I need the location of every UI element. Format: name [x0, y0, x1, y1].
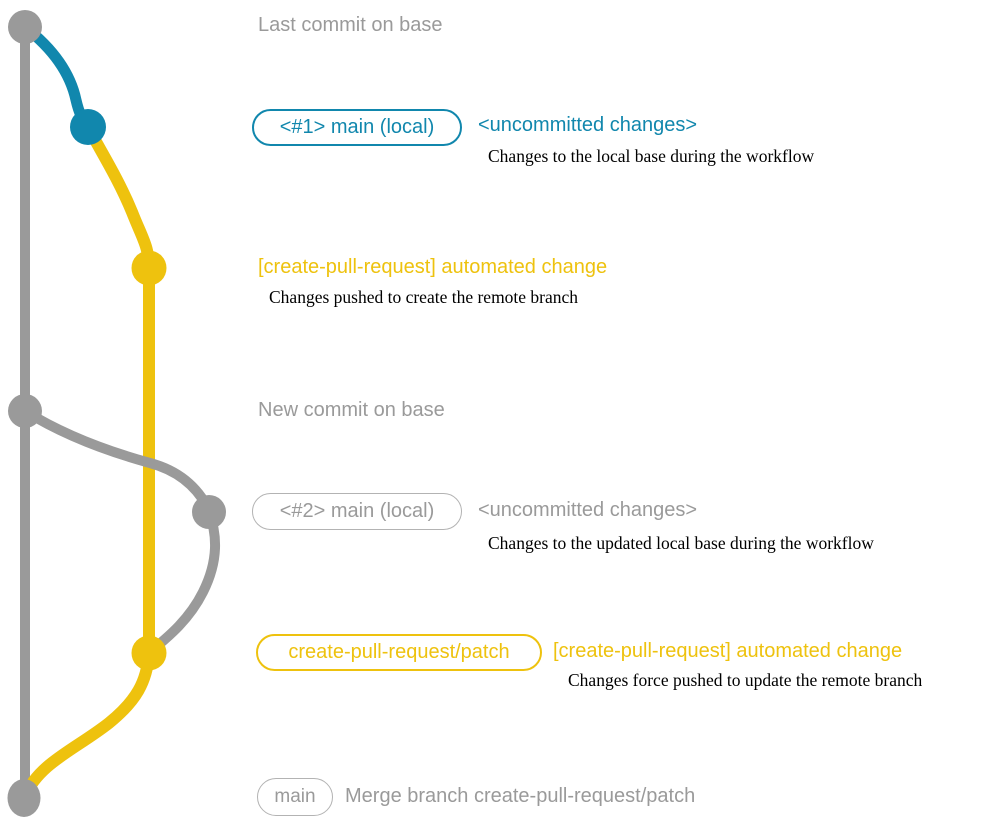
commit-dot-last-base	[8, 10, 42, 44]
commit-dot-merge	[7, 779, 41, 817]
uncommitted-changes-label-1: <uncommitted changes>	[478, 114, 698, 136]
branch-badge-main: main	[257, 778, 333, 816]
last-commit-label: Last commit on base	[258, 14, 443, 36]
description-local-changes-1: Changes to the local base during the wor…	[488, 146, 815, 166]
create-pull-request-branch-line	[82, 121, 155, 659]
branch-badge-main-local-2: <#2> main (local)	[252, 493, 462, 530]
branch-badge-patch: create-pull-request/patch	[256, 634, 542, 671]
git-graph	[7, 10, 226, 817]
commit-dot-new-base	[8, 394, 42, 428]
description-push-create: Changes pushed to create the remote bran…	[269, 287, 579, 307]
merge-curve-to-base	[19, 647, 155, 802]
merge-commit-message: Merge branch create-pull-request/patch	[345, 785, 696, 807]
commit-dot-automated-1	[131, 250, 167, 286]
commit-dot-local-main-1	[70, 109, 106, 145]
rebase-curve-to-local-main-2	[20, 406, 214, 515]
commit-dot-local-main-2	[192, 495, 226, 529]
automated-change-title-1: [create-pull-request] automated change	[258, 256, 608, 278]
update-curve-to-patch-branch	[145, 507, 220, 657]
commit-dot-automated-2	[131, 635, 167, 671]
new-commit-label: New commit on base	[258, 399, 445, 421]
uncommitted-changes-label-2: <uncommitted changes>	[478, 499, 698, 521]
automated-change-title-2: [create-pull-request] automated change	[553, 640, 903, 662]
branch-badge-main-local-1: <#1> main (local)	[252, 109, 462, 146]
description-force-push: Changes force pushed to update the remot…	[568, 670, 923, 690]
description-local-changes-2: Changes to the updated local base during…	[488, 533, 874, 553]
